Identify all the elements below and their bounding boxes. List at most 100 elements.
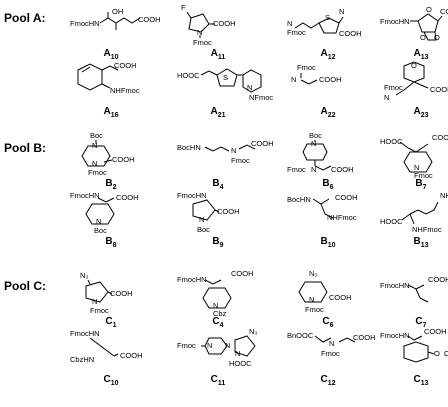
svg-text:N: N [414,163,419,172]
svg-text:COOH: COOH [114,61,137,70]
svg-text:COOH: COOH [428,275,448,284]
svg-text:COOH: COOH [424,327,447,336]
svg-text:F: F [181,3,186,12]
svg-text:N: N [329,339,334,348]
svg-text:N: N [96,217,101,226]
svg-text:Fmoc: Fmoc [90,306,109,315]
svg-text:Fmoc: Fmoc [231,156,250,165]
svg-text:Boc: Boc [90,131,103,140]
structure-drawing: HOOCCOOtBuNFmoc [380,133,448,180]
svg-text:FmocHN: FmocHN [380,281,410,290]
svg-text:Boc: Boc [197,225,210,234]
svg-text:BocHN: BocHN [287,195,311,204]
svg-text:CbzHN: CbzHN [70,355,94,364]
compound-label: C11 [210,374,226,387]
compound: FmocHNCOOHOCOOBnC13 [380,327,448,387]
compound-label: B7 [415,178,427,191]
svg-text:COOtBu: COOtBu [432,133,448,142]
svg-text:COOH: COOH [120,351,143,360]
svg-text:N: N [311,139,316,148]
structure-drawing: FmocHNOCOOHOO [380,5,448,42]
svg-text:COOH: COOH [217,207,240,216]
svg-text:N₃: N₃ [80,271,88,280]
svg-text:FmocHN: FmocHN [70,191,100,200]
svg-text:Cbz: Cbz [213,309,227,318]
svg-text:Fmoc: Fmoc [287,28,306,37]
svg-text:COOH: COOH [138,15,161,24]
svg-text:O: O [411,61,417,70]
structure-drawing: FmocHN COOH [380,275,448,303]
svg-text:COOH: COOH [331,165,354,174]
svg-text:N: N [287,19,292,28]
svg-text:BocHN: BocHN [177,143,201,152]
svg-text:Fmoc: Fmoc [88,168,107,177]
pool-title: Pool B: [4,141,46,155]
svg-text:COOH: COOH [353,333,376,342]
svg-text:COOH: COOH [339,29,362,38]
pool-title: Pool A: [4,11,46,25]
svg-text:COOH: COOH [319,75,342,84]
svg-text:COOH: COOH [430,85,448,94]
compound: OFmocNCOOH A23 [380,60,448,119]
compound: FmocHN CbzHN COOH C10 [70,328,180,387]
svg-text:Fmoc: Fmoc [414,171,433,180]
compound-label: A23 [413,106,429,119]
compound-label: C13 [413,374,429,387]
svg-text:FmocHN: FmocHN [70,329,100,338]
svg-text:COOBn: COOBn [444,349,448,358]
structure-drawing: OFmocNCOOH [384,61,448,102]
structure-drawing: FmocHN CbzHN COOH [70,329,143,364]
svg-text:N₃: N₃ [249,327,257,336]
svg-text:N: N [92,297,97,306]
compound-label: B9 [212,236,224,249]
compound-label: A11 [210,48,226,61]
structure-drawing: F N COOH Fmoc [181,3,236,47]
svg-text:N: N [92,141,97,150]
pool-title: Pool C: [4,279,46,293]
compound-label: B10 [320,236,336,249]
svg-text:Fmoc: Fmoc [193,38,212,47]
svg-text:NHFmoc: NHFmoc [327,213,357,222]
svg-text:N: N [207,341,212,350]
svg-text:N: N [197,28,202,37]
compound-label: B13 [413,236,429,249]
svg-text:COOH: COOH [213,19,236,28]
svg-text:NFmoc: NFmoc [249,93,273,102]
svg-text:Fmoc: Fmoc [177,341,196,350]
compound-label: C10 [103,374,119,387]
svg-text:N: N [311,165,316,174]
compound-label: A13 [413,48,429,61]
svg-text:COOH: COOH [329,293,352,302]
svg-text:N: N [309,295,314,304]
svg-text:N₃: N₃ [309,269,317,278]
compound-label: B6 [322,178,334,191]
compound-label: A22 [320,106,336,119]
compound-label: A21 [210,106,226,119]
svg-text:N: N [339,7,344,16]
compound-label: C4 [212,316,224,329]
svg-text:N: N [291,75,296,84]
